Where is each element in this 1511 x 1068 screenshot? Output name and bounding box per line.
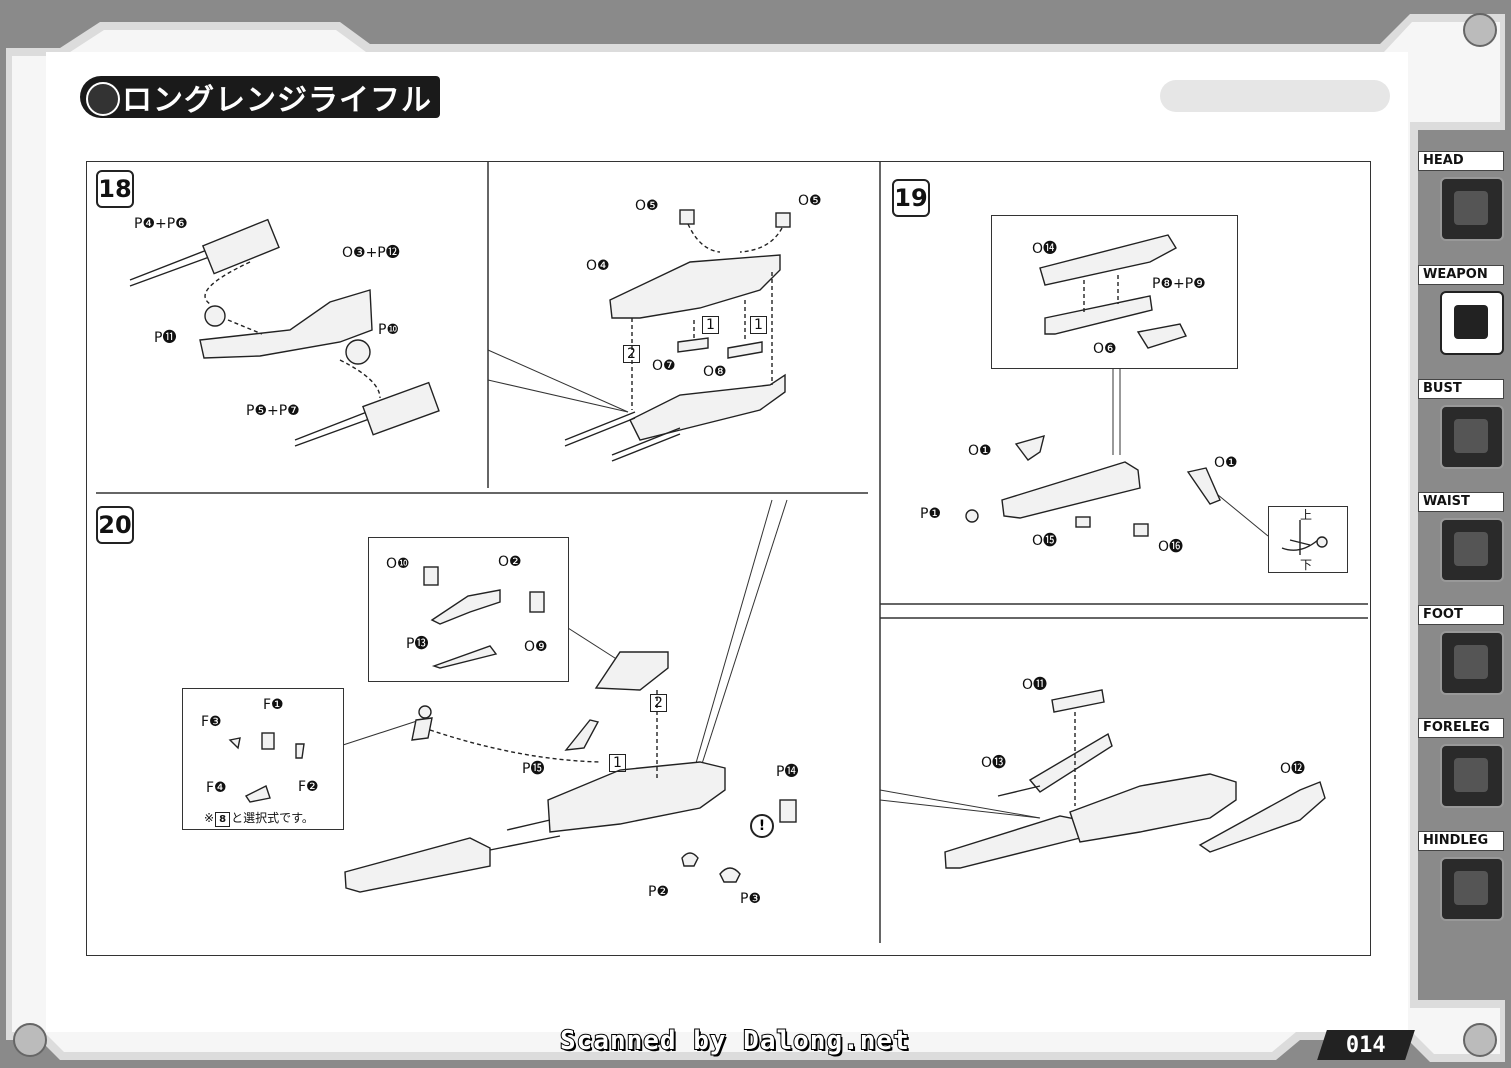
rifle-barrel-lower (294, 381, 440, 447)
figure-pilot (228, 705, 433, 803)
label-f4: F❹ (206, 780, 227, 796)
label-direction-down: 下 (1300, 558, 1313, 572)
part-o10-assembly (423, 566, 545, 669)
label-o16: O⓰ (1158, 539, 1184, 555)
section-title-bar: ロングレンジライフル (80, 76, 440, 118)
label-p13: P⓭ (406, 636, 429, 652)
label-p2: P❷ (648, 884, 669, 900)
label-p1: P❶ (920, 506, 941, 522)
label-o1-right: O❶ (1214, 455, 1238, 471)
label-p11: P⓫ (154, 330, 177, 346)
scan-credit: Scanned by Dalong.net (559, 1025, 910, 1057)
label-o10: O❿ (386, 556, 410, 572)
sidebar-tab-bust[interactable]: BUST (1418, 379, 1506, 477)
label-o5-right: O❺ (798, 193, 822, 209)
caution-icon: ! (750, 814, 774, 838)
label-o6: O❻ (1093, 341, 1117, 357)
label-o15: O⓯ (1032, 533, 1058, 549)
label-o11: O⓫ (1022, 677, 1048, 693)
step-order-marker: 1 (702, 316, 719, 334)
rifle-assembly-18 (564, 209, 791, 462)
hindleg-icon (1440, 857, 1504, 921)
step-order-marker: 1 (750, 316, 767, 334)
page-title: ロングレンジライフル (122, 83, 432, 118)
rifle-body-frame (199, 289, 373, 365)
label-o4: O❹ (586, 258, 610, 274)
label-o13: O⓭ (981, 755, 1007, 771)
label-f3: F❸ (201, 714, 222, 730)
label-f1: F❶ (263, 697, 284, 713)
tab-label: FOOT (1418, 605, 1504, 625)
label-o14: O⓮ (1032, 241, 1058, 257)
instruction-area (86, 161, 1371, 956)
waist-icon (1440, 518, 1504, 582)
sidebar-tab-hindleg[interactable]: HINDLEG (1418, 831, 1506, 929)
tab-label: FORELEG (1418, 718, 1504, 738)
sidebar-tab-foot[interactable]: FOOT (1418, 605, 1506, 703)
gear-icon (86, 82, 120, 116)
sidebar-tab-foreleg[interactable]: FORELEG (1418, 718, 1506, 816)
callout-box-direction (1268, 506, 1348, 573)
step-order-marker: 2 (623, 345, 640, 363)
label-p3: P❸ (740, 891, 761, 907)
label-p10: P❿ (378, 322, 399, 338)
head-icon (1440, 177, 1504, 241)
page-number: 014 (1317, 1030, 1415, 1060)
label-o2: O❷ (498, 554, 522, 570)
step-20-number: 20 (96, 506, 134, 544)
tab-label: WEAPON (1418, 265, 1504, 285)
sidebar-tab-waist[interactable]: WAIST (1418, 492, 1506, 590)
callout-box-figure (182, 688, 344, 830)
label-f2: F❷ (298, 779, 319, 795)
label-o1-left: O❶ (968, 443, 992, 459)
label-direction-up: 上 (1300, 508, 1313, 522)
tab-label: BUST (1418, 379, 1504, 399)
callout-box-o14 (991, 215, 1238, 369)
label-p14: P⓮ (776, 764, 799, 780)
bust-icon (1440, 405, 1504, 469)
step-order-marker: 2 (650, 694, 667, 712)
barrel-cover-o14 (1039, 234, 1187, 349)
rifle-barrel-upper (129, 218, 280, 287)
weapon-icon (1440, 291, 1504, 355)
label-p15: P⓯ (522, 761, 545, 777)
label-p4-p6: P❹+P❻ (134, 216, 188, 232)
label-o8: O❽ (703, 364, 727, 380)
tab-label: HINDLEG (1418, 831, 1504, 851)
note-step-mark: 8 (215, 812, 231, 827)
rifle-final-20 (344, 761, 797, 893)
faint-header-watermark (1160, 80, 1390, 112)
tab-label: WAIST (1418, 492, 1504, 512)
rifle-final-21 (944, 689, 1326, 869)
label-o3-p12: O❸+P⓬ (342, 245, 400, 261)
label-o7: O❼ (652, 358, 676, 374)
step-order-marker: 1 (609, 754, 626, 772)
label-o12: O⓬ (1280, 761, 1306, 777)
sidebar-tab-weapon[interactable]: WEAPON (1418, 265, 1506, 363)
label-o9: O❾ (524, 639, 548, 655)
foreleg-icon (1440, 744, 1504, 808)
step-18-number: 18 (96, 170, 134, 208)
label-p5-p7: P❺+P❼ (246, 403, 300, 419)
rifle-barrel-19 (965, 434, 1221, 537)
sidebar-tab-head[interactable]: HEAD (1418, 151, 1506, 249)
label-p8-p9: P❽+P❾ (1152, 276, 1206, 292)
step-19-number: 19 (892, 179, 930, 217)
tab-label: HEAD (1418, 151, 1504, 171)
foot-icon (1440, 631, 1504, 695)
label-o5-left: O❺ (635, 198, 659, 214)
